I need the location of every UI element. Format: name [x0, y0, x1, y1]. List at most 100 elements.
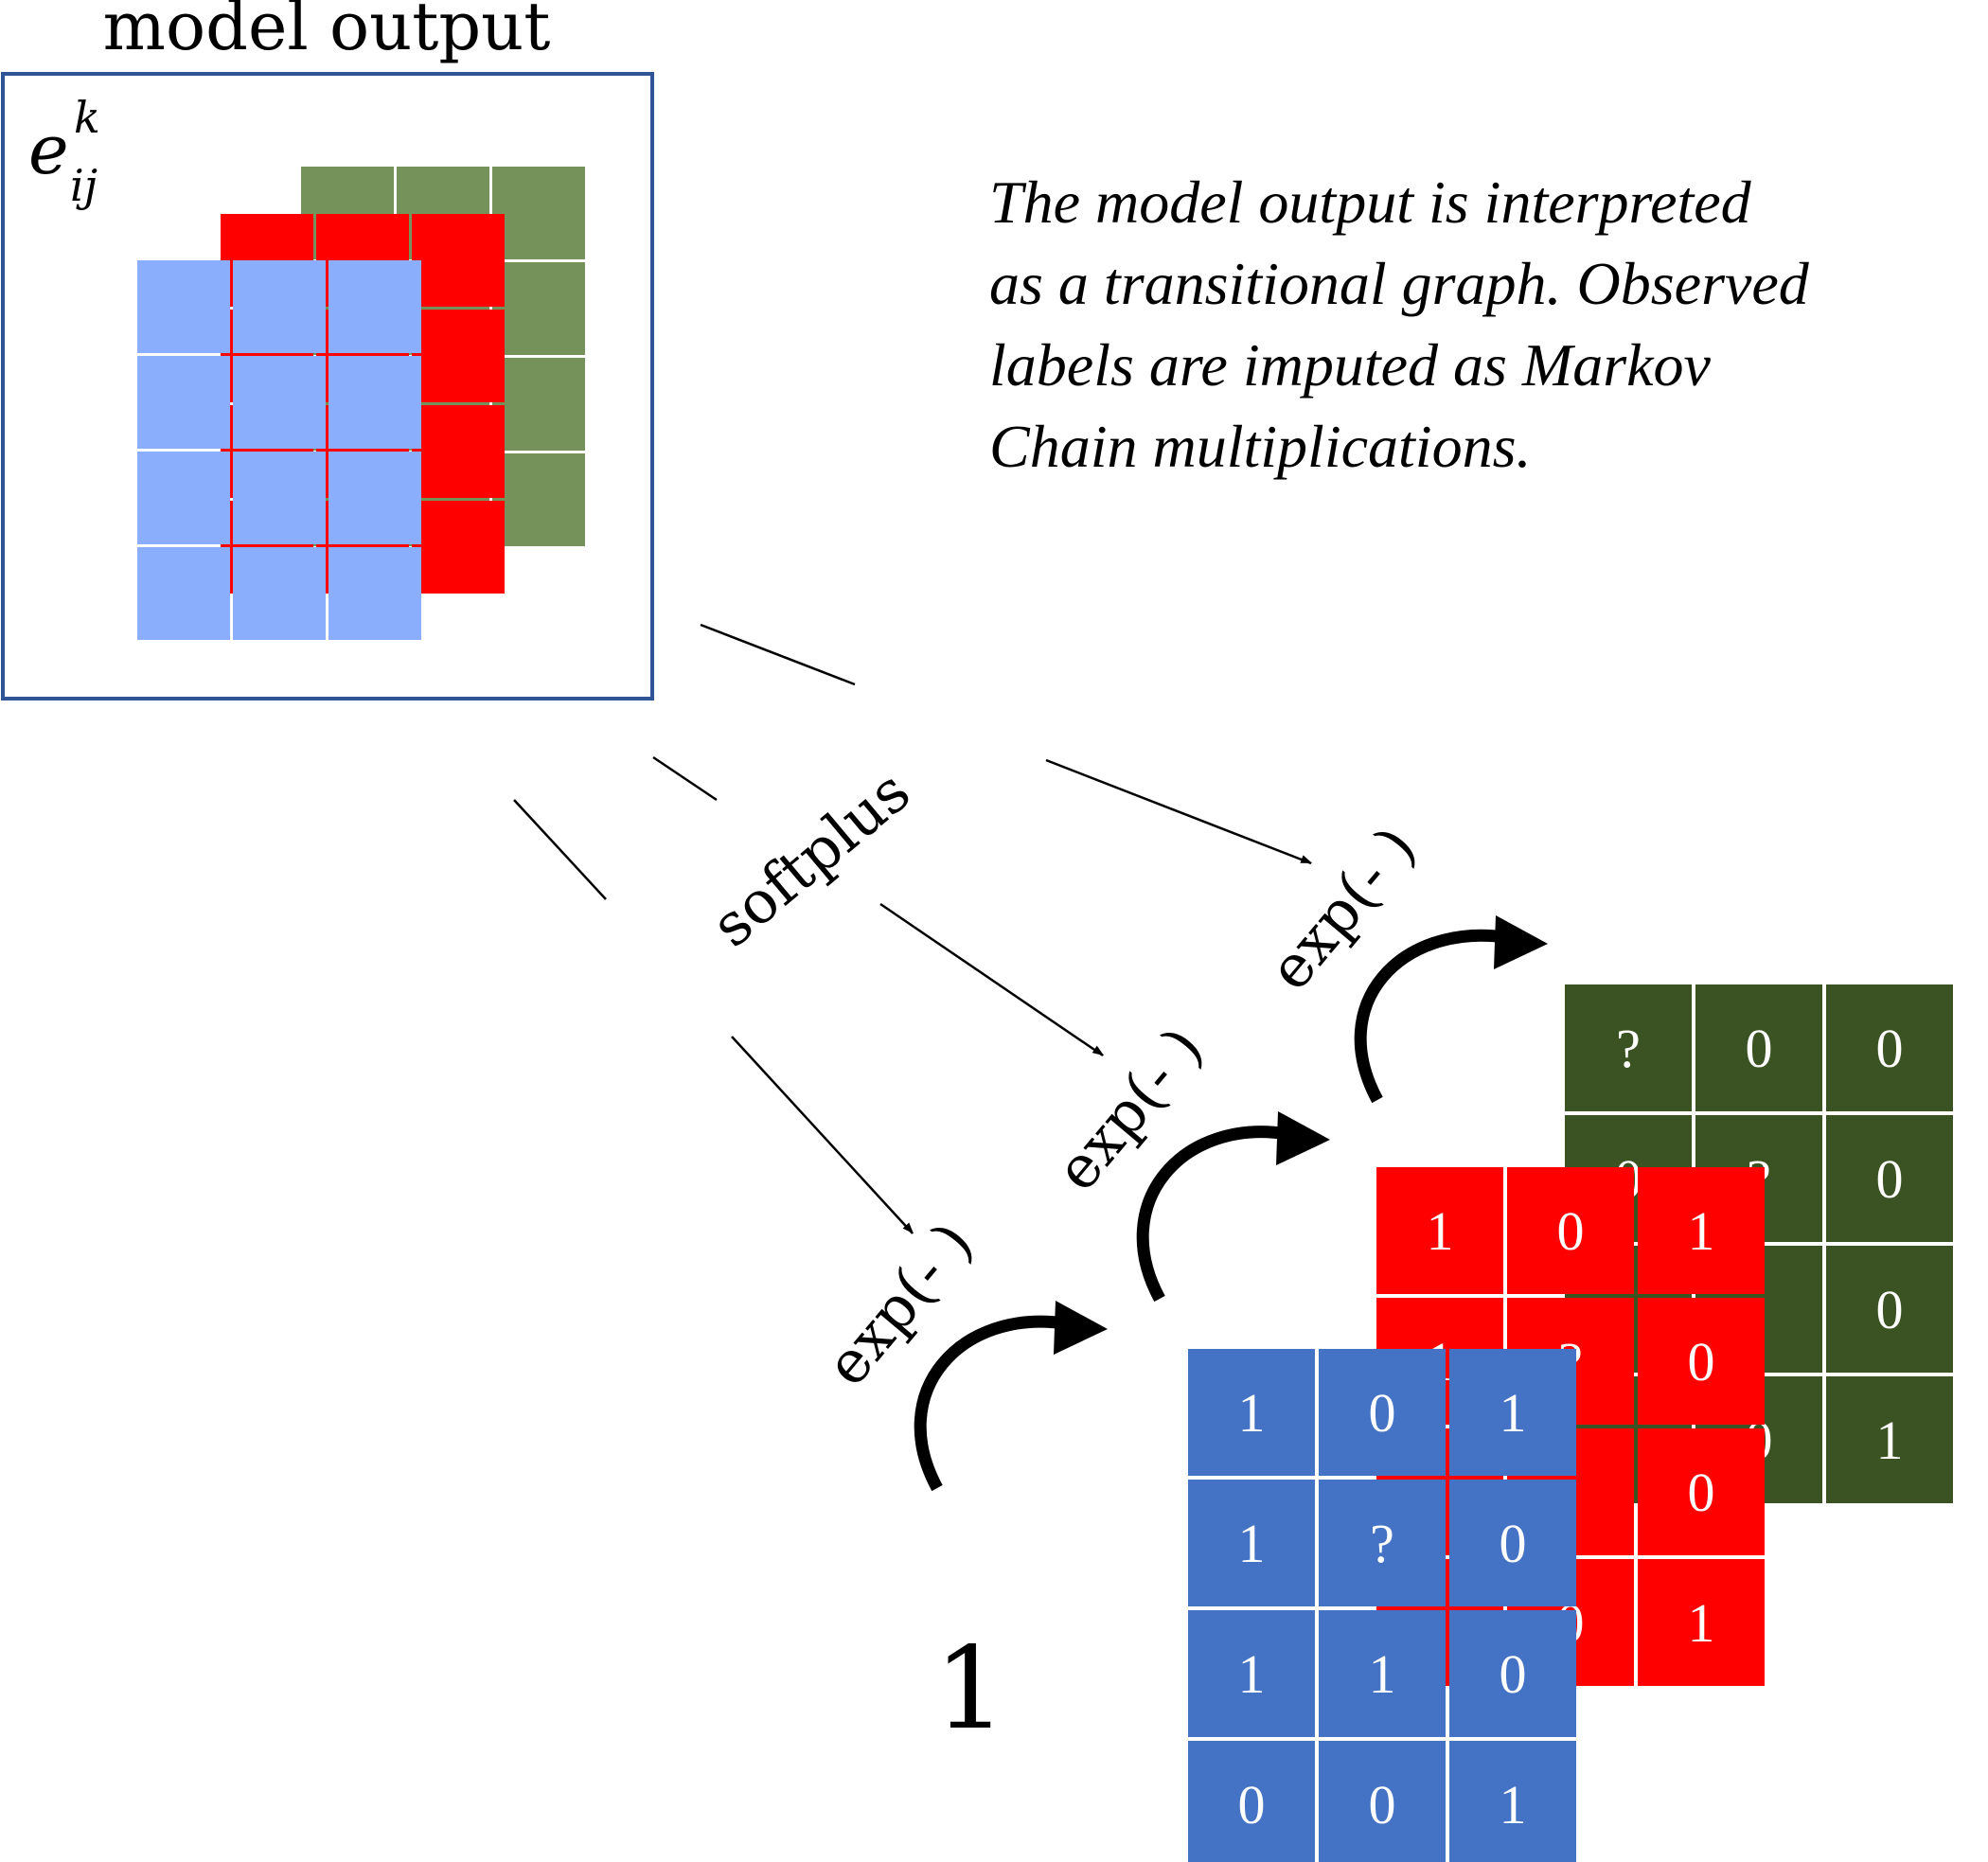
softplus-arrow-low	[731, 1036, 914, 1234]
label-cell	[1638, 1428, 1765, 1555]
softplus-line-top-a	[700, 623, 856, 686]
description-line: as a transitional graph. Observed	[989, 250, 1810, 317]
label-cell-value: 0	[1688, 1331, 1715, 1392]
model-cell	[233, 452, 326, 544]
model-layer-blue	[137, 260, 421, 640]
description-line: The model output is interpreted	[989, 168, 1752, 236]
softplus-line-low-a	[513, 799, 607, 900]
description-line: Chain multiplications.	[989, 413, 1531, 480]
label-cell	[1565, 984, 1692, 1111]
label-cell	[1449, 1610, 1576, 1737]
curved-arrow-low	[914, 1315, 1066, 1492]
label-cell-value: ?	[1616, 1018, 1641, 1079]
model-output-title: model output	[103, 0, 551, 65]
model-cell	[328, 260, 421, 353]
label-cell	[1319, 1741, 1446, 1862]
model-cell	[492, 453, 585, 546]
softplus-label: softplus	[699, 756, 923, 961]
label-cell-value: 0	[1500, 1513, 1527, 1574]
label-cell-value: 0	[1876, 1279, 1904, 1340]
label-cell	[1188, 1349, 1315, 1476]
exp-label-top: exp(- )	[1255, 813, 1430, 1002]
label-cell	[1507, 1167, 1634, 1294]
curved-arrow-top	[1354, 929, 1506, 1104]
label-cell	[1449, 1349, 1576, 1476]
label-cell	[1188, 1741, 1315, 1862]
label-cell-value: 0	[1500, 1643, 1527, 1705]
model-cell	[412, 214, 505, 307]
model-output-frame	[1, 72, 654, 700]
label-cell	[1449, 1480, 1576, 1606]
model-cell	[137, 547, 230, 640]
softplus-line-mid-a	[652, 755, 718, 802]
softplus-lines	[513, 623, 1313, 1234]
one-label: 1	[934, 1623, 1006, 1755]
label-cell	[1319, 1610, 1446, 1737]
label-cell-value: 1	[1238, 1643, 1266, 1705]
label-cell-value: 1	[1500, 1774, 1527, 1835]
label-cell-value: 1	[1238, 1513, 1266, 1574]
softplus-arrow-top	[1045, 758, 1313, 865]
label-cell-value: 1	[1688, 1592, 1715, 1654]
label-cell-value: 0	[1369, 1382, 1396, 1444]
description-line: labels are imputed as Markov	[989, 331, 1712, 399]
model-cell	[492, 262, 585, 355]
model-cell	[412, 310, 505, 402]
label-cell	[1695, 984, 1822, 1111]
label-cell-value: ?	[1370, 1513, 1394, 1574]
exp-label-mid: exp(- )	[1042, 1014, 1217, 1203]
label-cell-value: 1	[1876, 1410, 1904, 1471]
label-cell	[1638, 1298, 1765, 1425]
label-cell	[1638, 1559, 1765, 1686]
label-cell	[1638, 1167, 1765, 1294]
label-cell-value: 0	[1369, 1774, 1396, 1835]
label-cell	[1376, 1167, 1503, 1294]
label-cell-value: 0	[1746, 1018, 1773, 1079]
curved-arrowhead-top	[1494, 915, 1548, 969]
curved-arrows	[914, 929, 1506, 1492]
label-cell-value: 1	[1369, 1643, 1396, 1705]
curved-arrow-mid	[1136, 1126, 1289, 1303]
label-cell-value: 1	[1238, 1382, 1266, 1444]
description-text: The model output is interpreted as a tran…	[989, 168, 1810, 480]
softplus-arrow-mid	[879, 902, 1105, 1057]
model-cell	[233, 260, 326, 353]
label-cell-value: 0	[1238, 1774, 1266, 1835]
label-cell	[1449, 1741, 1576, 1862]
label-cell-value: 1	[1427, 1200, 1454, 1262]
label-cell	[1188, 1610, 1315, 1737]
model-output-layers	[137, 167, 585, 640]
label-cell	[1826, 984, 1953, 1111]
symbol-base: e	[28, 110, 69, 189]
label-cell-value: 1	[1688, 1200, 1715, 1262]
model-cell	[412, 405, 505, 498]
model-cell	[233, 356, 326, 449]
label-cell-value: 0	[1688, 1462, 1715, 1523]
exp-label-low: exp(- )	[812, 1209, 987, 1398]
label-cell	[1319, 1349, 1446, 1476]
model-cell	[412, 501, 505, 594]
label-layer-blue: 1 0 1 1? 0 1 1 0 0 0 1	[1188, 1349, 1576, 1862]
eijk-symbol: e k ij	[28, 92, 100, 211]
label-cell	[1826, 1376, 1953, 1503]
label-cell	[1826, 1115, 1953, 1242]
label-cell	[1188, 1480, 1315, 1606]
label-cell-value: 1	[1500, 1382, 1527, 1444]
label-cell-value: 0	[1557, 1200, 1585, 1262]
model-cell	[137, 260, 230, 353]
curved-arrowhead-low	[1054, 1301, 1108, 1355]
symbol-subscript: ij	[70, 160, 98, 211]
model-cell	[328, 356, 421, 449]
curved-arrowhead-mid	[1276, 1111, 1330, 1165]
label-cell-value: 0	[1876, 1148, 1904, 1210]
model-cell	[328, 547, 421, 640]
curved-arrowheads	[1054, 915, 1548, 1355]
label-cell	[1319, 1480, 1446, 1606]
label-cell-value: 0	[1876, 1018, 1904, 1079]
model-cell	[328, 452, 421, 544]
model-cell	[137, 452, 230, 544]
symbol-superscript: k	[74, 92, 100, 143]
model-cell	[492, 167, 585, 259]
